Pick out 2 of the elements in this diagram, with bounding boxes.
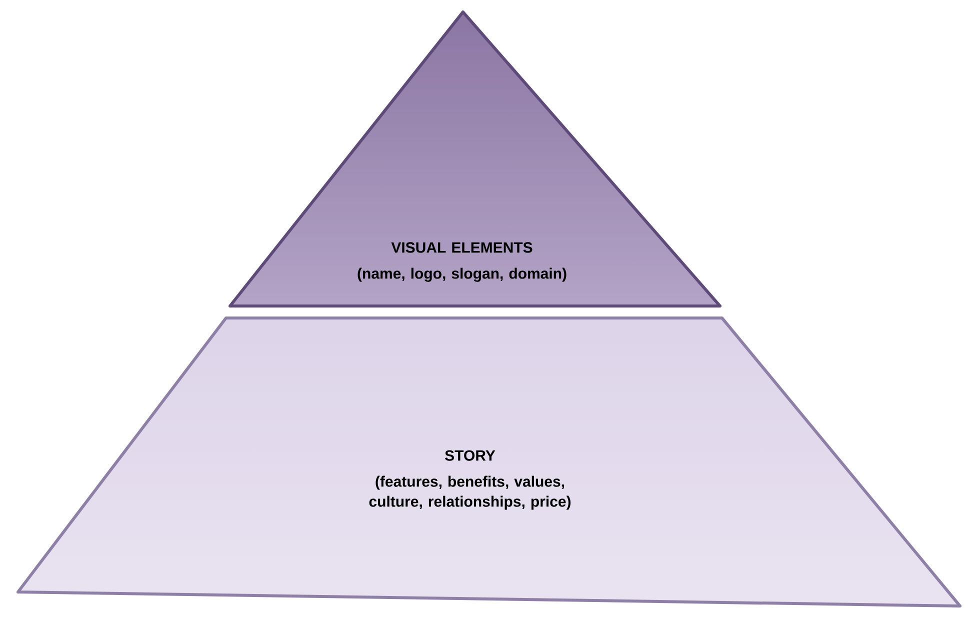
pyramid-level: VISUAL ELEMENTS (name, logo, slogan, domain) [228,10,722,308]
pyramid-level: STORY (features, benefits, values, culture, relationships, price) [16,316,962,608]
